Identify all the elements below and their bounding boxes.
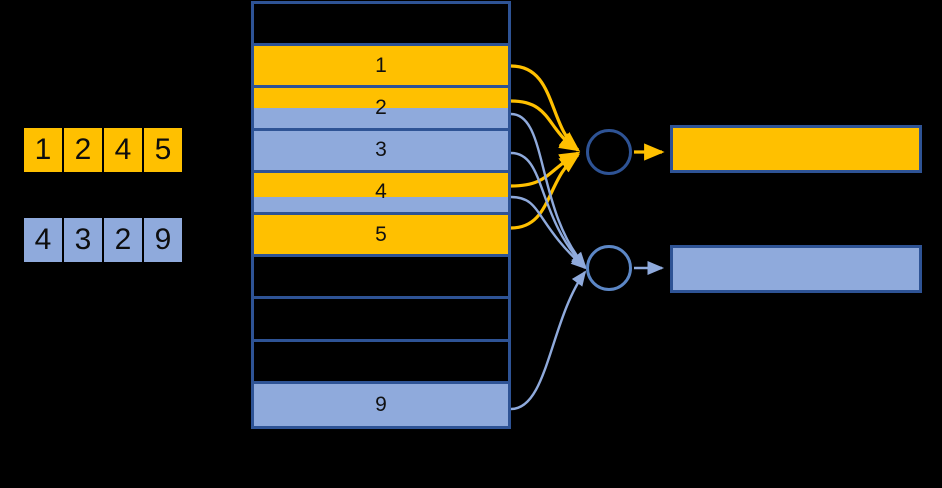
edge-blue-row3: [510, 151, 587, 269]
array-cell: 2: [64, 128, 102, 172]
bucket-row-fill-top: [254, 172, 508, 197]
output-bar-blue: [670, 245, 922, 293]
bucket-row-fill-top: [254, 4, 508, 43]
bucket-row: 9: [254, 383, 508, 426]
edge-group-yellow: [510, 64, 581, 230]
bucket-row-fill-top: [254, 215, 508, 254]
bucket-row: [254, 4, 508, 47]
bucket-row-label: 2: [375, 95, 387, 119]
edge-group-blue: [510, 112, 587, 411]
bucket-row: [254, 257, 508, 300]
bucket-row-fill-top: [254, 130, 508, 170]
bucket-row-fill-top: [254, 88, 508, 109]
bucket-row-label: 9: [375, 392, 387, 416]
array-cell: 1: [24, 128, 62, 172]
bucket-row: 3: [254, 130, 508, 173]
edge-yellow-row4: [510, 151, 581, 188]
bucket-row-label: 1: [375, 53, 387, 77]
bucket-row: 5: [254, 215, 508, 258]
edge-blue-row4: [510, 195, 587, 270]
bucket-row-label: 5: [375, 222, 387, 246]
bucket-row-fill-top: [254, 46, 508, 86]
array-cell: 5: [144, 128, 182, 172]
bucket-column: 1 2 3 4 5 9: [251, 1, 511, 429]
bucket-row-label: 4: [375, 180, 387, 204]
array-cell: 2: [104, 218, 142, 262]
edge-yellow-row1: [510, 64, 580, 152]
edge-yellow-row2: [510, 99, 581, 152]
bucket-row-fill-bottom: [254, 108, 508, 128]
array-cell: 3: [64, 218, 102, 262]
bucket-row: [254, 342, 508, 384]
bucket-row-fill-top: [254, 383, 508, 426]
bucket-row: 2: [254, 88, 508, 131]
array-cell: 4: [104, 128, 142, 172]
array-cell: 4: [24, 218, 62, 262]
bucket-row: 4: [254, 172, 508, 215]
edge-yellow-row5: [510, 153, 581, 230]
edge-blue-row9: [510, 270, 587, 411]
bucket-row: 1: [254, 46, 508, 89]
array-cell: 9: [144, 218, 182, 262]
bucket-row-label: 3: [375, 138, 387, 162]
output-bar-yellow: [670, 125, 922, 173]
bucket-row-fill-top: [254, 342, 508, 381]
neuron-top: [586, 129, 632, 175]
bucket-row-fill-top: [254, 299, 508, 338]
bucket-row: [254, 299, 508, 342]
edge-blue-row2: [510, 112, 587, 268]
bucket-row-fill-top: [254, 257, 508, 296]
neuron-bottom: [586, 245, 632, 291]
bucket-row-fill-bottom: [254, 196, 508, 212]
